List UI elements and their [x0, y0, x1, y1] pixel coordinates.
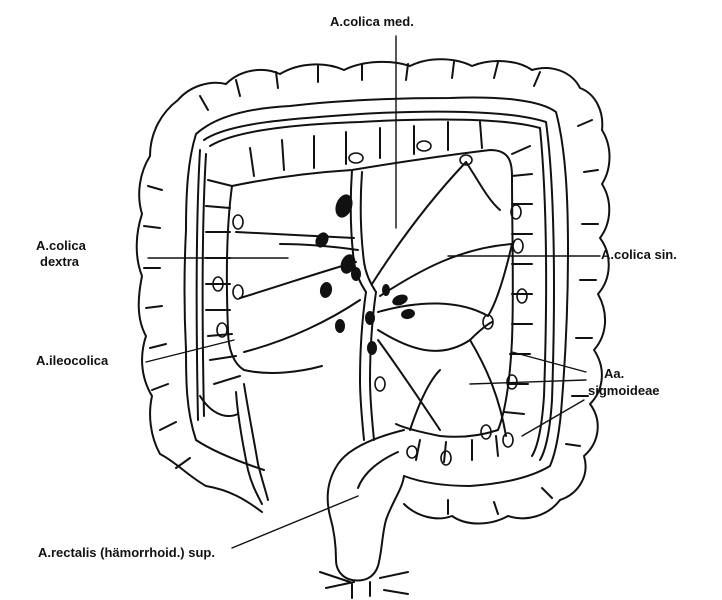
- appendix: [244, 384, 268, 500]
- mesocolon-border: [232, 150, 513, 437]
- label-colica-sinistra: A.colica sin.: [601, 247, 677, 262]
- label-colica-media: A.colica med.: [330, 14, 414, 29]
- mesenteric-trunk: [360, 292, 366, 440]
- label-sigmoideae-line1: Aa.: [604, 366, 624, 381]
- label-sigmoideae-line2: sigmoideae: [588, 383, 660, 398]
- label-colica-dextra-line1: A.colica: [36, 238, 86, 253]
- label-colica-dextra-line2: dextra: [40, 254, 79, 269]
- label-ileocolica: A.ileocolica: [36, 353, 108, 368]
- label-rectalis: A.rectalis (hämorrhoid.) sup.: [38, 545, 215, 560]
- lymph-nodes: [313, 192, 416, 355]
- colon-outer-wall: [137, 59, 610, 523]
- rectum: [328, 430, 404, 580]
